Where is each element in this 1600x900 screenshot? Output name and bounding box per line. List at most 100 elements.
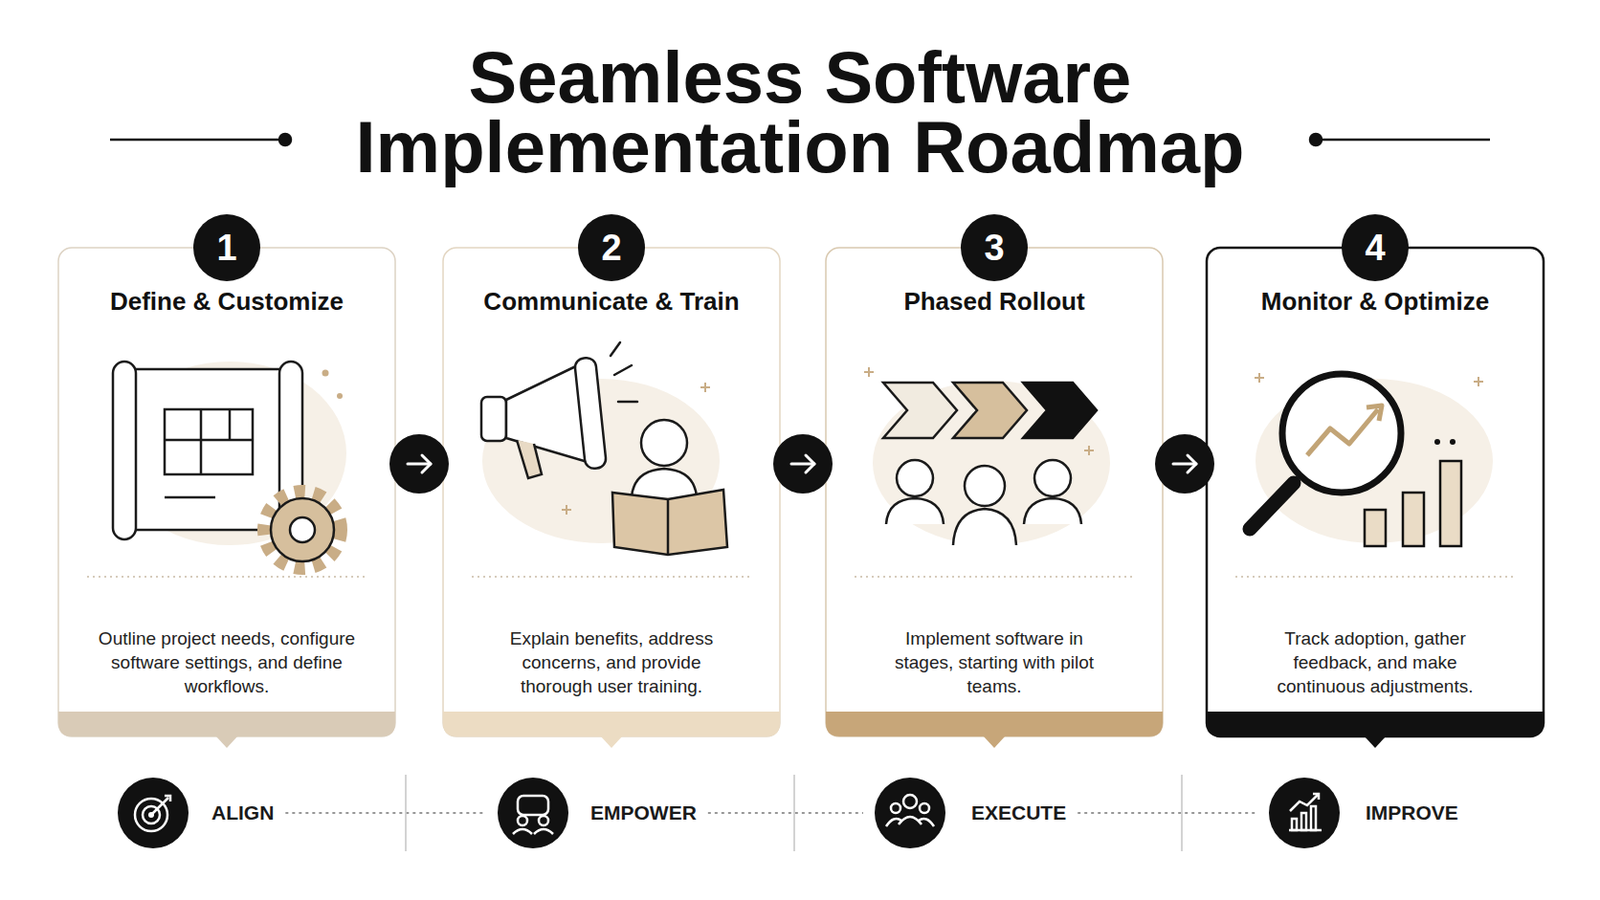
megaphone-reader-icon-part bbox=[610, 342, 638, 402]
card-band bbox=[825, 711, 1163, 737]
card-pointer bbox=[982, 735, 1006, 749]
title-rule-part bbox=[1317, 138, 1490, 142]
rollout-chevrons-team-icon-part bbox=[1023, 498, 1082, 525]
step-card: Phased RolloutImplement software in stag… bbox=[825, 247, 1163, 737]
magnifier-chart-icon-part bbox=[1254, 373, 1484, 387]
number-circle: 1 bbox=[193, 214, 261, 282]
megaphone-reader-icon-part bbox=[516, 440, 542, 479]
magnifier-chart-icon bbox=[1249, 373, 1493, 547]
bottom-separators bbox=[405, 775, 1182, 852]
step-description: Outline project needs, configure softwar… bbox=[83, 626, 371, 699]
megaphone-reader-icon-part bbox=[700, 382, 711, 393]
megaphone-reader-icon-part bbox=[610, 342, 621, 356]
magnifier-chart-icon-part bbox=[1364, 461, 1462, 547]
card-frames bbox=[58, 247, 1544, 749]
diagram-title: Seamless Software Implementation Roadmap bbox=[321, 42, 1279, 182]
megaphone-reader-icon-part bbox=[641, 420, 688, 467]
magnifier-chart-icon-part bbox=[1366, 405, 1382, 422]
card-frame bbox=[443, 247, 780, 749]
step-connector bbox=[1155, 434, 1215, 494]
blueprint-gear-icon-part bbox=[270, 498, 334, 562]
execute-team-icon-part bbox=[918, 819, 934, 827]
arrow-head bbox=[1187, 455, 1197, 473]
dotted-divider bbox=[87, 576, 367, 578]
connector-shaft bbox=[407, 463, 431, 467]
empower-people-icon-part bbox=[512, 829, 554, 835]
step-card: Define & CustomizeOutline project needs,… bbox=[58, 247, 396, 737]
megaphone-reader-icon bbox=[481, 342, 728, 556]
megaphone-reader-icon-part bbox=[631, 468, 697, 498]
card-outline bbox=[825, 247, 1163, 737]
align-target-icon bbox=[117, 777, 189, 849]
megaphone-reader-icon-part bbox=[612, 489, 728, 556]
number-circle: 4 bbox=[1341, 214, 1409, 282]
card-frame bbox=[58, 247, 396, 749]
improve-chart-icon-part bbox=[1268, 777, 1340, 849]
step-heading: Phased Rollout bbox=[825, 286, 1163, 317]
connector-shaft bbox=[1173, 463, 1197, 467]
align-target-icon-part bbox=[117, 777, 189, 849]
rollout-chevrons-team-icon-part bbox=[953, 509, 1017, 546]
align-target-icon-part bbox=[134, 799, 168, 832]
execute-team-icon bbox=[874, 777, 946, 849]
magnifier-chart-icon-part bbox=[1449, 439, 1456, 445]
card-outline bbox=[443, 247, 780, 737]
execute-team-icon-part bbox=[886, 795, 934, 827]
step-number: 4 bbox=[1341, 214, 1409, 282]
improve-chart-icon-part bbox=[1301, 813, 1307, 831]
dashed-leader bbox=[285, 812, 487, 815]
dotted-divider bbox=[854, 576, 1134, 578]
phase-label: EXECUTE bbox=[971, 800, 1067, 826]
blueprint-gear-icon-part bbox=[164, 496, 216, 500]
card-pointer bbox=[1363, 735, 1387, 749]
megaphone-reader-icon-part bbox=[561, 505, 572, 515]
blueprint-gear-icon-part bbox=[164, 439, 253, 443]
execute-team-icon-part bbox=[886, 819, 902, 827]
rollout-chevrons-team-icon-part bbox=[883, 382, 957, 439]
connector-circle bbox=[1155, 434, 1215, 494]
step-heading: Communicate & Train bbox=[443, 286, 780, 317]
execute-team-icon-part bbox=[898, 817, 922, 825]
card-band bbox=[1206, 711, 1544, 737]
dashed-leaders bbox=[285, 813, 1258, 815]
align-target-icon-part bbox=[134, 796, 171, 832]
rollout-chevrons-team-icon-part bbox=[1022, 382, 1097, 439]
number-circle: 3 bbox=[960, 214, 1028, 282]
improve-chart-icon-part bbox=[1312, 794, 1319, 800]
card-frame bbox=[825, 247, 1163, 749]
title-rule-part bbox=[279, 133, 291, 146]
step-card: Monitor & OptimizeTrack adoption, gather… bbox=[1206, 247, 1544, 737]
step-description: Explain benefits, address concerns, and … bbox=[501, 626, 722, 699]
empower-people-icon-part bbox=[497, 777, 569, 849]
megaphone-reader-icon-part bbox=[618, 400, 638, 404]
bottom-separators-part bbox=[404, 775, 407, 852]
rollout-chevrons-team-icon-part bbox=[886, 498, 944, 525]
rollout-chevrons-team-icon-part bbox=[872, 380, 1111, 546]
step-card: Communicate & TrainExplain benefits, add… bbox=[443, 247, 780, 737]
connector-circle bbox=[389, 434, 449, 494]
rollout-chevrons-team-icon-part bbox=[896, 460, 934, 497]
dashed-leader bbox=[708, 812, 864, 815]
rollout-chevrons-team-icon-part bbox=[864, 367, 1094, 456]
magnifier-chart-icon-part bbox=[1282, 374, 1401, 493]
card-band bbox=[443, 711, 780, 737]
blueprint-gear-icon-part bbox=[200, 409, 203, 475]
improve-chart-icon-part bbox=[1311, 806, 1316, 831]
blueprint-gear-icon-part bbox=[164, 409, 253, 475]
title-rule-part bbox=[110, 138, 284, 142]
magnifier-chart-icon-part bbox=[1249, 483, 1294, 530]
rollout-chevrons-team-icon bbox=[864, 367, 1111, 546]
card-outline bbox=[58, 247, 396, 737]
empower-people-icon-part bbox=[512, 796, 554, 835]
magnifier-chart-icon-part bbox=[1364, 510, 1386, 547]
magnifier-chart-icon-part bbox=[1307, 409, 1378, 456]
magnifier-chart-icon-part bbox=[1440, 461, 1462, 547]
magnifier-chart-icon-part bbox=[1434, 439, 1441, 445]
bottom-separators-part bbox=[793, 775, 796, 852]
magnifier-chart-icon-part bbox=[1402, 492, 1424, 547]
empower-people-icon bbox=[497, 777, 569, 849]
improve-chart-icon-part bbox=[1291, 819, 1297, 831]
connector-shaft bbox=[791, 463, 815, 467]
execute-team-icon-part bbox=[874, 777, 946, 849]
